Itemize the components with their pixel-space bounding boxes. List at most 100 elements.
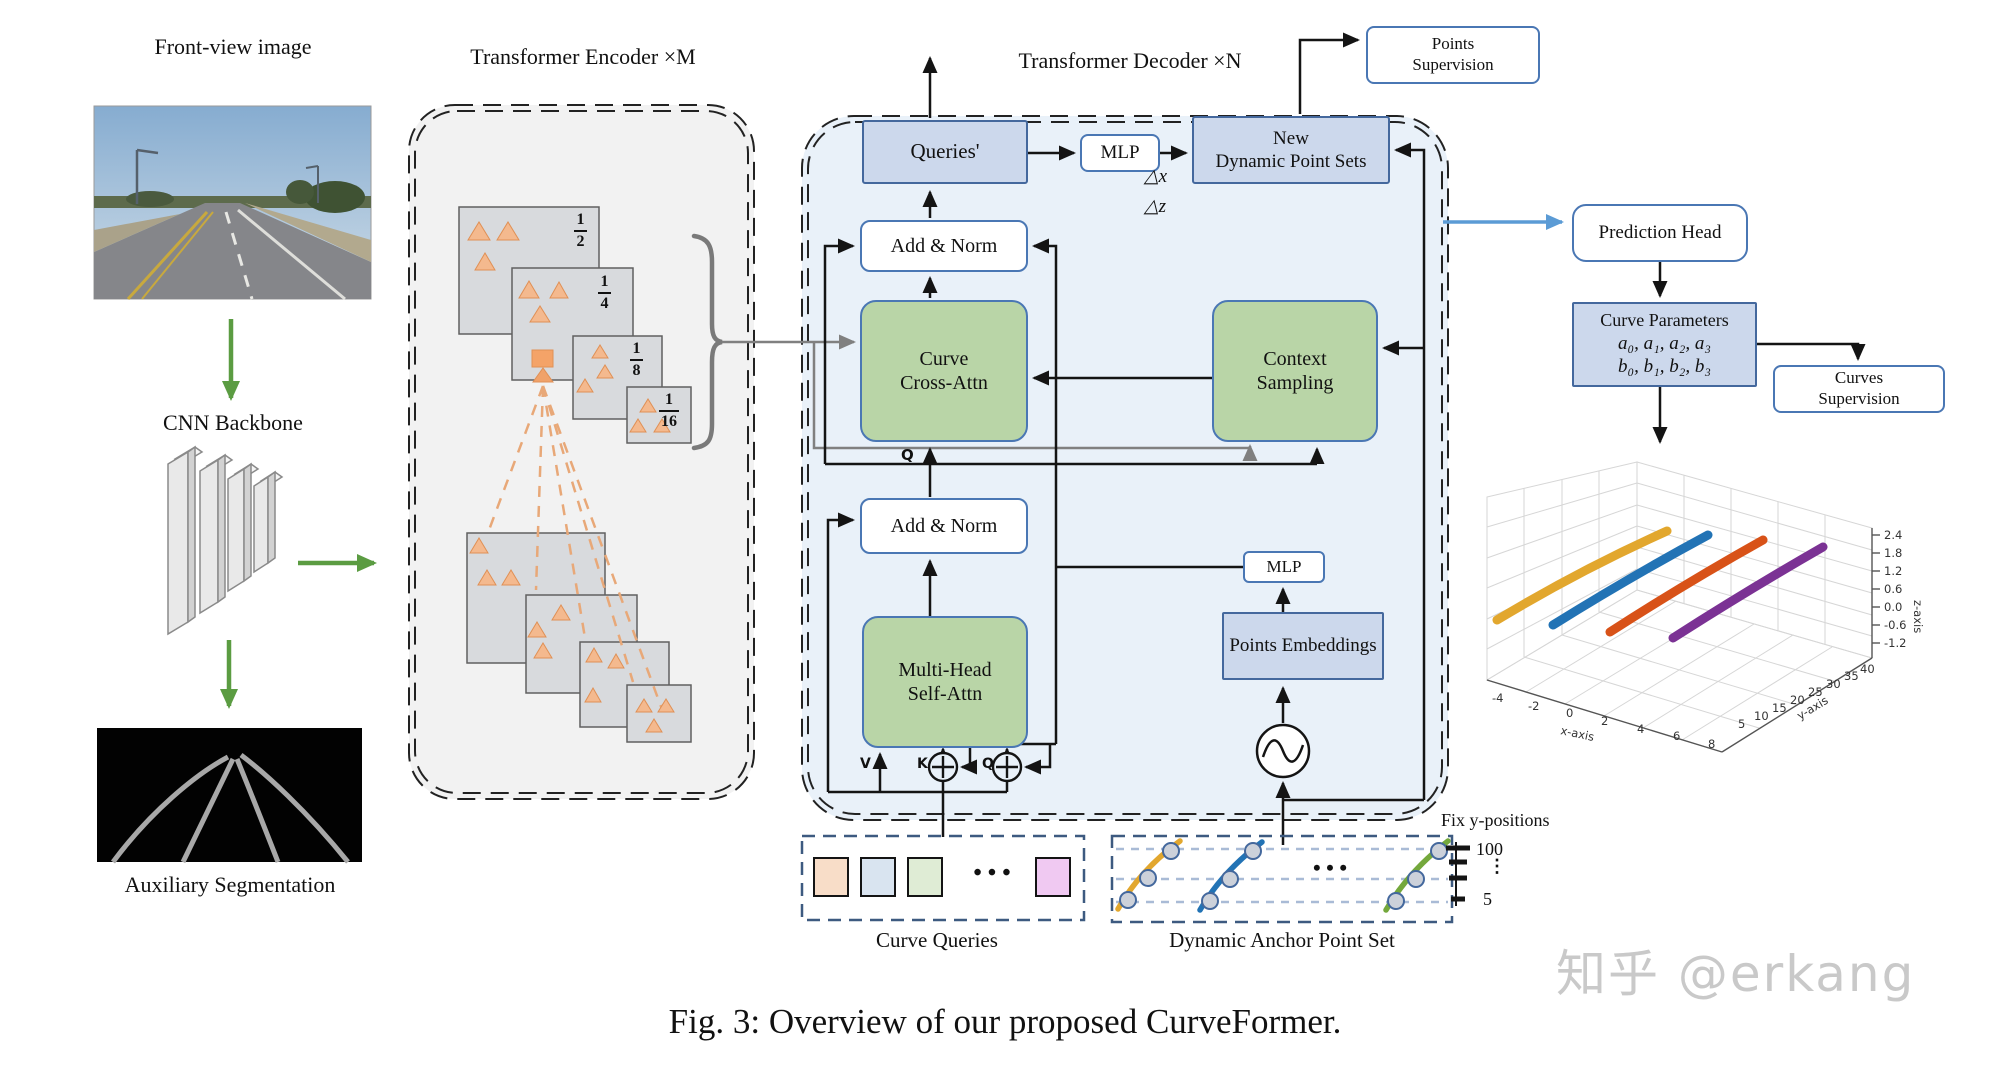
wire-ndps-to-points-supervision <box>1298 32 1360 114</box>
y-tick: 5 <box>1738 717 1745 731</box>
wire-pos-to-k-add <box>960 744 977 775</box>
z-axis-label: z-axis <box>1911 600 1925 633</box>
curve-queries-ellipsis: • • • <box>973 860 1011 886</box>
add-norm-top-box: Add & Norm <box>860 220 1028 272</box>
context-line1: Context <box>1263 347 1327 370</box>
cnn-backbone-label: CNN Backbone <box>163 410 303 435</box>
sine-generator-icon <box>1255 723 1311 779</box>
v-port-label: V <box>860 756 871 772</box>
z-tick: 0.6 <box>1884 582 1902 596</box>
curve-params-a: a₀, a₁, a₂, a₃ <box>1618 333 1711 355</box>
wire-features-to-context <box>812 342 1258 461</box>
add-norm-bottom-box: Add & Norm <box>860 498 1028 554</box>
scale-label-sixteenth: 1 16 <box>659 392 679 430</box>
prediction-head-box: Prediction Head <box>1572 204 1748 262</box>
y-tick: 10 <box>1754 709 1769 723</box>
plot-curves <box>1492 526 1828 643</box>
mlp-top-box: MLP <box>1080 134 1160 172</box>
queries-box: Queries' <box>862 120 1028 184</box>
query-reference-point <box>531 349 554 383</box>
x-tick: 6 <box>1673 729 1680 743</box>
feature-triangles <box>467 221 675 733</box>
lane-curve-2 <box>1548 530 1713 630</box>
q-port-label: Q <box>901 446 914 464</box>
curves-supervision-line1: Curves <box>1834 368 1884 388</box>
encoder-feature-wires <box>722 334 1258 461</box>
frac-den: 16 <box>661 413 677 430</box>
curves-supervision-box: Curves Supervision <box>1773 365 1945 413</box>
curves-supervision-line2: Supervision <box>1818 389 1900 408</box>
curve-query-square-3 <box>907 857 943 897</box>
curve-query-square-2 <box>860 857 896 897</box>
encoder-feature-maps-lower <box>466 532 692 743</box>
lane-curve-4 <box>1668 542 1828 643</box>
x-tick: 8 <box>1708 737 1715 751</box>
anchor-point-set-label: Dynamic Anchor Point Set <box>1169 928 1395 952</box>
decoder-title: Transformer Decoder ×N <box>1018 48 1242 73</box>
pipeline-arrows <box>220 319 377 709</box>
frac-num: 1 <box>600 273 609 290</box>
curve-params-b: b₀, b₁, b₂, b₃ <box>1618 356 1711 378</box>
watermark: 知乎 @erkang <box>1556 945 1916 1003</box>
frac-num: 1 <box>665 391 673 408</box>
z-tick: 1.2 <box>1884 564 1902 578</box>
x-tick: 4 <box>1637 722 1644 736</box>
delta-x-label: △x <box>1144 166 1168 187</box>
q2-port-label: Q <box>982 756 994 772</box>
x-tick: -2 <box>1528 699 1539 713</box>
ndps-line2: Dynamic Point Sets <box>1215 151 1367 172</box>
aux-segmentation-label: Auxiliary Segmentation <box>124 872 336 897</box>
x-tick: 0 <box>1566 706 1573 720</box>
mlp-top-label: MLP <box>1100 142 1140 164</box>
frac-den: 8 <box>632 362 641 379</box>
y-tick: 35 <box>1844 669 1859 683</box>
queries-label: Queries' <box>910 139 980 164</box>
self-attn-line1: Multi-Head <box>898 658 992 681</box>
points-supervision-line1: Points <box>1431 34 1475 54</box>
y-ellipsis: ⋮ <box>1488 856 1506 876</box>
wire-pos-to-q-add <box>1024 744 1052 775</box>
frac-den: 2 <box>576 233 585 250</box>
wire-pos-to-addnorm-top <box>1032 238 1058 744</box>
frac-num: 1 <box>576 211 585 228</box>
y-tick: 25 <box>1808 685 1823 699</box>
front-view-label: Front-view image <box>154 34 312 59</box>
wire-skip-to-addnorm-bottom <box>826 512 855 792</box>
cross-attn-line2: Cross-Attn <box>900 372 988 394</box>
context-sampling-box: Context Sampling <box>1212 300 1378 442</box>
lane-curve-3 <box>1605 535 1768 637</box>
wire-params-to-curves-supervision <box>1757 342 1866 361</box>
x-axis-label: x-axis <box>1559 723 1595 744</box>
wire-anchor-to-ndps <box>1394 142 1426 800</box>
y-min-label: 5 <box>1483 889 1492 909</box>
context-line2: Sampling <box>1256 372 1334 394</box>
encoder-title: Transformer Encoder ×M <box>470 44 696 69</box>
curve-queries-label: Curve Queries <box>876 928 998 952</box>
points-embeddings-label: Points Embeddings <box>1229 635 1377 657</box>
curve-query-square-4 <box>1035 857 1071 897</box>
fix-y-axis <box>1446 842 1470 906</box>
anchor-point-set <box>1115 838 1470 913</box>
z-tick: -0.6 <box>1884 618 1906 632</box>
multi-head-self-attn-box: Multi-Head Self-Attn <box>862 616 1028 748</box>
z-tick: 1.8 <box>1884 546 1902 560</box>
x-tick: 2 <box>1601 714 1608 728</box>
curve-parameters-box: Curve Parameters a₀, a₁, a₂, a₃ b₀, b₁, … <box>1572 302 1757 387</box>
curve-params-title: Curve Parameters <box>1600 310 1729 331</box>
prediction-head-label: Prediction Head <box>1598 222 1722 244</box>
mlp-bottom-label: MLP <box>1266 556 1302 576</box>
y-tick: 20 <box>1790 693 1805 707</box>
delta-z-label: △z <box>1144 196 1167 217</box>
aux-segmentation-image <box>97 728 362 864</box>
add-norm-bottom-label: Add & Norm <box>890 514 998 537</box>
add-icons <box>927 751 1023 783</box>
cross-attn-line1: Curve <box>919 347 969 370</box>
fix-y-positions-label: Fix y-positions <box>1441 810 1550 830</box>
plot-tick-labels: 2.4 1.8 1.2 0.6 0.0 -0.6 -1.2 -4 -2 0 2 … <box>1492 528 1925 751</box>
scale-label-quarter: 1 4 <box>598 274 611 312</box>
x-tick: -4 <box>1492 691 1503 705</box>
self-attn-line2: Self-Attn <box>907 683 983 705</box>
add-norm-top-label: Add & Norm <box>890 234 998 257</box>
curves-3d-plot: 2.4 1.8 1.2 0.6 0.0 -0.6 -1.2 -4 -2 0 2 … <box>1485 461 1925 753</box>
plot-axes <box>1486 528 1880 753</box>
